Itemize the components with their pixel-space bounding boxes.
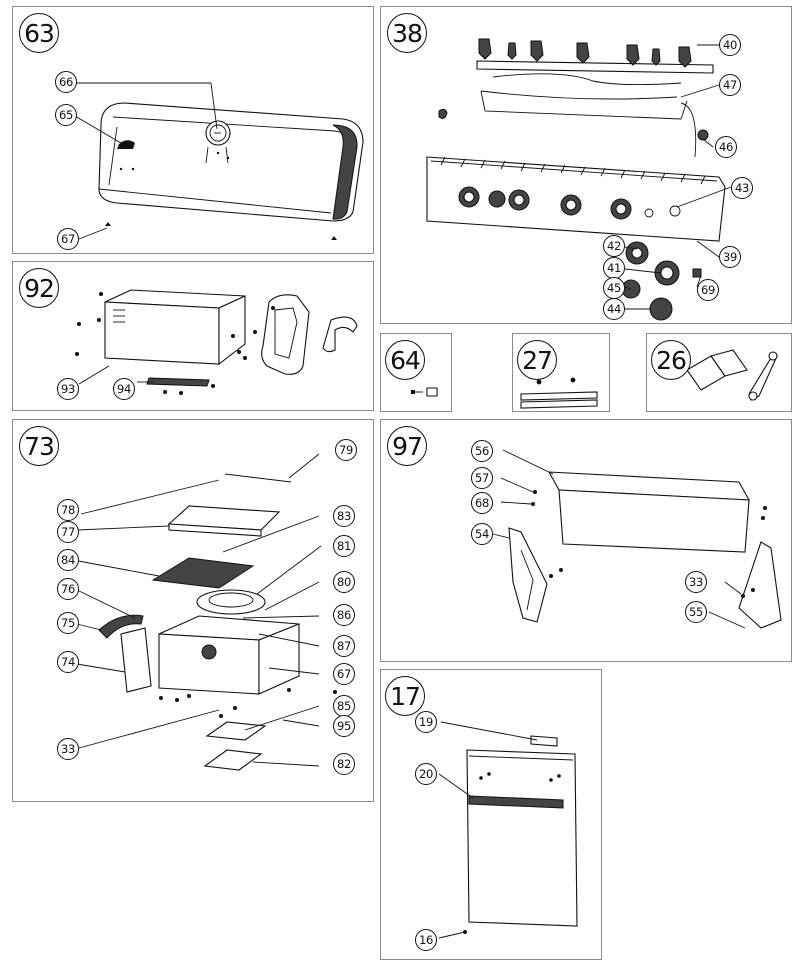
side-burner-illustration [72,453,337,771]
callout-19: 19 [415,711,437,733]
callout-80: 80 [333,571,355,593]
hardware-illustration [411,387,438,397]
panel-badge: 63 [19,13,59,53]
door-illustration [438,721,578,939]
panel-92-side-shelf-assembly: 92 93 94 [12,261,374,411]
callout-66: 66 [55,71,77,93]
rails-illustration [520,377,598,409]
callout-33: 33 [685,571,707,593]
lid-illustration [74,82,364,240]
panel-badge: 97 [387,426,427,466]
control-panel-illustration [426,38,732,321]
callout-42: 42 [603,235,625,257]
callout-87: 87 [333,635,355,657]
callout-69: 69 [697,279,719,301]
callout-86: 86 [333,604,355,626]
callout-95: 95 [333,715,355,737]
rear-panel-illustration [492,449,782,629]
callout-47: 47 [719,74,741,96]
callout-77: 77 [57,521,79,543]
panel-27-rails: 27 [512,333,610,412]
callout-43: 43 [731,177,753,199]
callout-40: 40 [719,34,741,56]
panel-63-lid-assembly: 63 66 65 67 [12,6,374,254]
callout-74: 74 [57,651,79,673]
callout-82: 82 [333,753,355,775]
callout-33: 33 [57,738,79,760]
callout-78: 78 [57,499,79,521]
callout-54: 54 [471,523,493,545]
callout-85: 85 [333,695,355,717]
panel-badge: 73 [19,426,59,466]
brackets-illustration [686,349,779,401]
callout-75: 75 [57,612,79,634]
callout-44: 44 [603,298,625,320]
callout-68: 68 [471,492,493,514]
panel-badge: 38 [387,13,427,53]
panel-64-hardware: 64 [380,333,452,412]
panel-badge: 92 [19,268,59,308]
callout-67: 67 [333,663,355,685]
callout-76: 76 [57,578,79,600]
panel-38-control-panel-assembly: 38 40 47 46 43 42 41 39 45 69 44 [380,6,792,324]
callout-46: 46 [715,136,737,158]
panel-badge: 26 [651,340,691,380]
panel-badge: 27 [517,340,557,380]
callout-41: 41 [603,257,625,279]
panel-badge: 64 [385,340,425,380]
callout-65: 65 [55,104,77,126]
callout-39: 39 [719,246,741,268]
callout-93: 93 [57,378,79,400]
callout-79: 79 [335,439,357,461]
side-shelf-illustration [75,289,358,395]
callout-45: 45 [603,277,625,299]
callout-94: 94 [113,378,135,400]
panel-26-brackets: 26 [646,333,792,412]
panel-17-door-assembly: 17 19 20 16 [380,669,602,960]
callout-83: 83 [333,505,355,527]
callout-67: 67 [57,228,79,250]
panel-73-side-burner-assembly: 73 79 78 77 83 84 81 76 80 75 86 87 74 6… [12,419,374,802]
callout-16: 16 [415,929,437,951]
callout-81: 81 [333,535,355,557]
callout-57: 57 [471,467,493,489]
callout-56: 56 [471,440,493,462]
callout-84: 84 [57,549,79,571]
callout-55: 55 [685,601,707,623]
callout-20: 20 [415,763,437,785]
panel-badge: 17 [385,676,425,716]
panel-97-rear-panel-assembly: 97 56 57 68 54 33 55 [380,419,792,662]
